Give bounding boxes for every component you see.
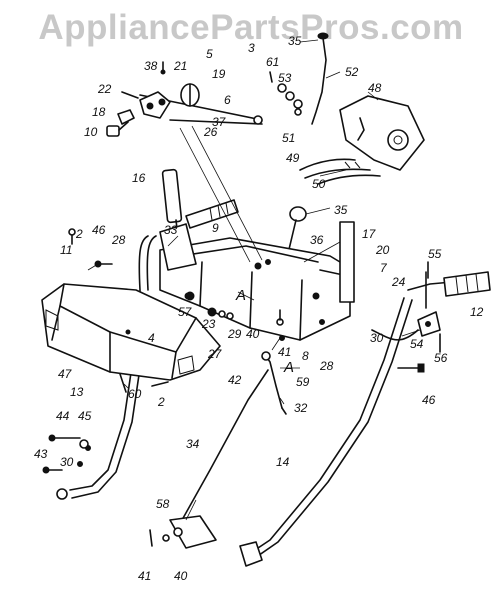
callout-label: 2 [75, 227, 83, 241]
drive-rod [149, 369, 269, 549]
callout-label: 46 [92, 223, 106, 237]
hardware-bits [42, 228, 429, 474]
callout-label: 35 [288, 34, 302, 48]
callout-label: 9 [212, 221, 219, 235]
callout-label: 58 [156, 497, 170, 511]
callout-label: 22 [97, 82, 112, 96]
callout-label: 45 [78, 409, 92, 423]
callout-label: 51 [282, 131, 295, 145]
callout-label: 17 [362, 227, 377, 241]
callout-label: 16 [132, 171, 146, 185]
callout-label: 21 [173, 59, 187, 73]
callout-label: 49 [286, 151, 300, 165]
callout-label: 32 [294, 401, 308, 415]
callout-label: 37 [212, 115, 227, 129]
callout-label: 54 [410, 337, 424, 351]
callout-label: 10 [84, 125, 98, 139]
callout-label: 41 [138, 569, 151, 583]
callout-label: 8 [302, 349, 309, 363]
callout-label: 57 [178, 305, 193, 319]
callout-label: 46 [422, 393, 436, 407]
callout-label: 3 [248, 41, 255, 55]
callout-label: 44 [56, 409, 70, 423]
callout-label: 30 [370, 331, 384, 345]
callout-label: A [283, 359, 294, 376]
callout-label: 19 [212, 67, 226, 81]
callout-label: 53 [278, 71, 292, 85]
callout-label: A [235, 287, 246, 304]
callout-label: 56 [434, 351, 448, 365]
leader-lines [87, 39, 421, 521]
callout-label: 4 [148, 331, 155, 345]
left-handle [56, 235, 157, 500]
callout-label: 47 [58, 367, 73, 381]
callout-label: 34 [186, 437, 200, 451]
callout-label: 29 [227, 327, 242, 341]
callout-label: 28 [319, 359, 334, 373]
cable-assembly [299, 158, 381, 185]
chute-crank-assembly [106, 61, 263, 137]
callout-label: 36 [310, 233, 324, 247]
callout-label: 41 [278, 345, 291, 359]
clutch-bracket [371, 271, 441, 373]
callout-label: 24 [391, 275, 406, 289]
callout-label: 42 [228, 373, 242, 387]
shift-rod [261, 351, 287, 415]
callout-label: 7 [380, 261, 388, 275]
callout-label: 38 [144, 59, 158, 73]
callout-labels: 35 3 21 5 38 19 61 53 52 22 6 48 18 37 2… [34, 34, 484, 583]
callout-label: 26 [203, 125, 218, 139]
callout-label: 33 [164, 223, 178, 237]
callout-label: 14 [276, 455, 290, 469]
callout-label: 2 [157, 395, 165, 409]
callout-label: 35 [334, 203, 348, 217]
right-lever [339, 221, 355, 303]
callout-label: 59 [296, 375, 310, 389]
left-lever [159, 168, 239, 271]
callout-label: 60 [128, 387, 142, 401]
callout-label: 13 [70, 385, 84, 399]
callout-label: 55 [428, 247, 442, 261]
callout-label: 52 [345, 65, 359, 79]
callout-label: 30 [60, 455, 74, 469]
callout-label: 48 [368, 81, 382, 95]
callout-label: 18 [92, 105, 106, 119]
callout-label: 23 [201, 317, 216, 331]
callout-label: 27 [207, 347, 223, 361]
callout-label: 40 [174, 569, 188, 583]
main-frame [159, 237, 351, 341]
callout-label: 5 [206, 47, 213, 61]
callout-label: 28 [111, 233, 126, 247]
callout-label: 40 [246, 327, 260, 341]
callout-label: 12 [470, 305, 484, 319]
right-handle [239, 271, 491, 567]
control-arm-bracket [269, 32, 425, 171]
dash-panel [41, 283, 221, 381]
watermark-text: AppliancePartsPros.com [38, 8, 464, 47]
callout-label: 6 [224, 93, 231, 107]
callout-label: 11 [60, 243, 72, 257]
callout-label: 20 [375, 243, 390, 257]
callout-label: 61 [266, 55, 279, 69]
callout-label: 43 [34, 447, 48, 461]
callout-label: 50 [312, 177, 326, 191]
